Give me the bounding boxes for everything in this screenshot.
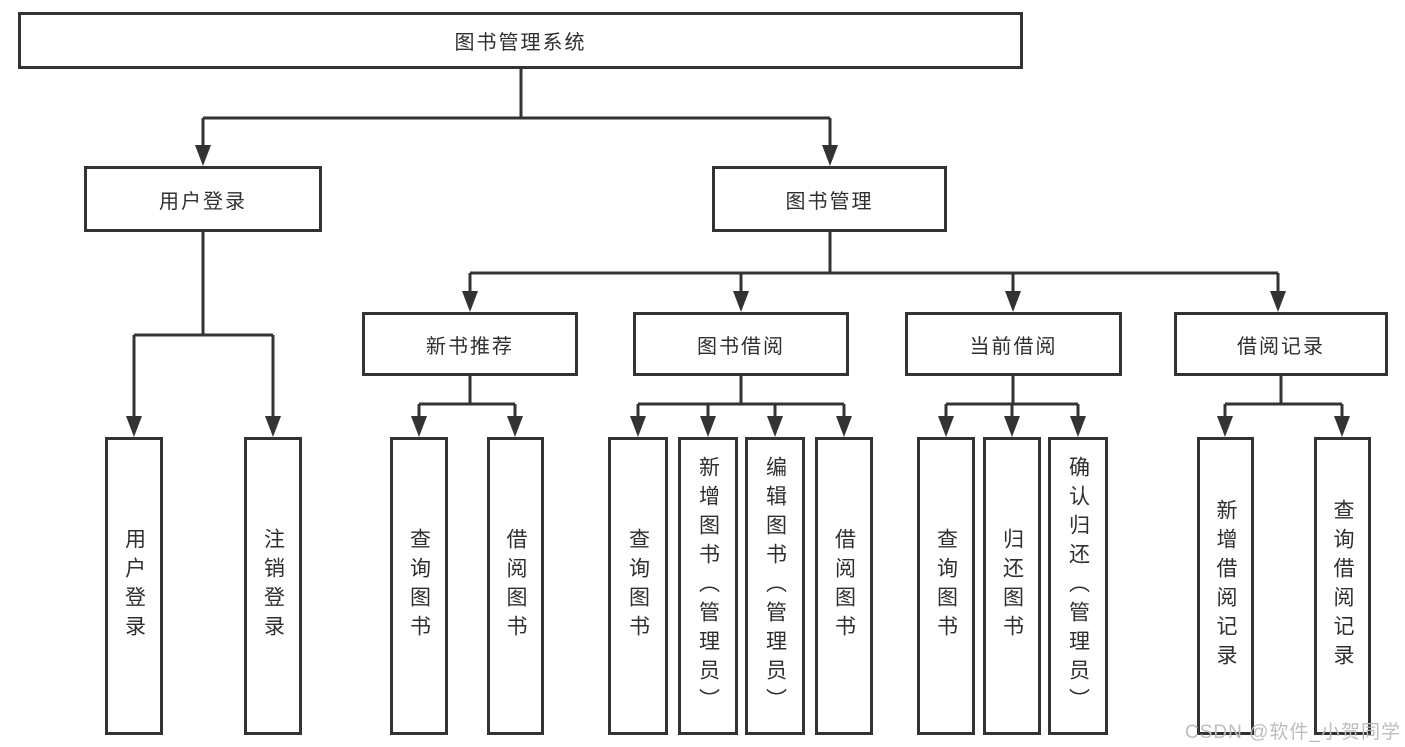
connector-book-mgmt-to-level3 [462, 232, 1286, 312]
leaf-add-borrow-record: 新增借阅记录 [1197, 437, 1254, 735]
arrow-down-icon [462, 291, 478, 312]
node-book-borrow: 图书借阅 [633, 312, 849, 376]
connector-user-login-to-leaves [126, 232, 281, 437]
arrow-down-icon [1070, 416, 1086, 437]
connector-borrow-records-to-leaves [1217, 376, 1350, 437]
leaf-query-borrow-record-label: 查询借阅记录 [1331, 499, 1354, 673]
leaf-query-books-1-label: 查询图书 [407, 528, 431, 644]
connector-root-to-level2 [195, 69, 838, 166]
node-book-mgmt-label: 图书管理 [785, 190, 874, 213]
node-borrow-records-label: 借阅记录 [1237, 335, 1325, 358]
leaf-add-books-admin-label: 新增图书（管理员） [696, 455, 720, 717]
arrow-down-icon [733, 291, 749, 312]
node-root: 图书管理系统 [18, 12, 1023, 69]
node-current-borrow: 当前借阅 [905, 312, 1122, 376]
leaf-borrow-books-2: 借阅图书 [815, 437, 873, 735]
leaf-query-books-2: 查询图书 [608, 437, 668, 735]
watermark: CSDN @软件_小贺同学 [1185, 722, 1401, 743]
arrow-down-icon [507, 416, 523, 437]
arrow-down-icon [126, 416, 142, 437]
leaf-edit-books-admin: 编辑图书（管理员） [745, 437, 805, 735]
leaf-return-books-label: 归还图书 [1000, 528, 1024, 644]
leaf-add-borrow-record-label: 新增借阅记录 [1214, 499, 1237, 673]
arrow-down-icon [630, 416, 646, 437]
arrow-down-icon [1005, 291, 1021, 312]
arrow-down-icon [1217, 416, 1233, 437]
node-new-book-rec-label: 新书推荐 [426, 335, 514, 358]
node-user-login: 用户登录 [84, 166, 322, 232]
connector-new-book-rec-to-leaves [411, 376, 523, 437]
arrow-down-icon [822, 145, 838, 166]
leaf-edit-books-admin-label: 编辑图书（管理员） [763, 455, 787, 717]
leaf-user-login: 用户登录 [105, 437, 163, 735]
arrow-down-icon [1334, 416, 1350, 437]
leaf-borrow-books-1-label: 借阅图书 [504, 528, 527, 644]
leaf-return-books: 归还图书 [983, 437, 1041, 735]
connector-book-borrow-to-leaves [630, 376, 852, 437]
arrow-down-icon [195, 145, 211, 166]
node-borrow-records: 借阅记录 [1174, 312, 1388, 376]
node-root-label: 图书管理系统 [454, 32, 587, 54]
leaf-borrow-books-2-label: 借阅图书 [832, 528, 856, 644]
node-book-borrow-label: 图书借阅 [697, 335, 785, 358]
arrow-down-icon [836, 416, 852, 437]
leaf-query-books-3-label: 查询图书 [934, 528, 958, 644]
arrow-down-icon [938, 416, 954, 437]
node-new-book-rec: 新书推荐 [362, 312, 578, 376]
leaf-logout-label: 注销登录 [261, 528, 285, 644]
node-current-borrow-label: 当前借阅 [969, 335, 1058, 358]
arrow-down-icon [1004, 416, 1020, 437]
arrow-down-icon [767, 416, 783, 437]
leaf-query-books-3: 查询图书 [917, 437, 975, 735]
arrow-down-icon [1270, 291, 1286, 312]
arrow-down-icon [265, 416, 281, 437]
arrow-down-icon [700, 416, 716, 437]
node-book-mgmt: 图书管理 [712, 166, 947, 232]
leaf-query-books-1: 查询图书 [390, 437, 448, 735]
arrow-down-icon [411, 416, 427, 437]
leaf-query-borrow-record: 查询借阅记录 [1314, 437, 1371, 735]
leaf-confirm-return-admin: 确认归还（管理员） [1048, 437, 1108, 735]
leaf-borrow-books-1: 借阅图书 [487, 437, 544, 735]
node-user-login-label: 用户登录 [159, 190, 247, 213]
leaf-add-books-admin: 新增图书（管理员） [678, 437, 738, 735]
leaf-query-books-2-label: 查询图书 [626, 528, 650, 644]
leaf-logout: 注销登录 [244, 437, 302, 735]
leaf-confirm-return-admin-label: 确认归还（管理员） [1066, 455, 1090, 717]
leaf-user-login-label: 用户登录 [122, 528, 146, 644]
connector-current-borrow-to-leaves [938, 376, 1086, 437]
